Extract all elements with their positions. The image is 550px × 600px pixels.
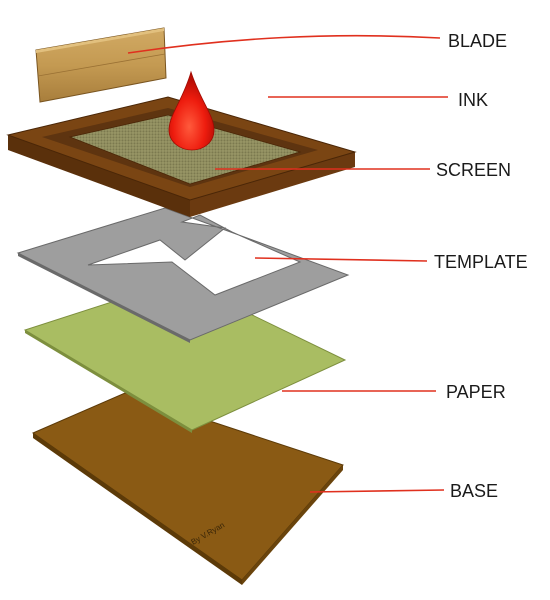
label-screen: SCREEN bbox=[436, 160, 511, 180]
paper-sheet bbox=[23, 279, 347, 433]
base-leader bbox=[309, 489, 445, 493]
label-ink: INK bbox=[458, 90, 488, 110]
base-board: By V.Ryan bbox=[31, 392, 344, 585]
label-blade: BLADE bbox=[448, 31, 507, 51]
leader-lines bbox=[127, 34, 448, 493]
labels: BLADE INK SCREEN TEMPLATE PAPER BASE bbox=[434, 31, 528, 501]
label-paper: PAPER bbox=[446, 382, 506, 402]
screen-frame bbox=[6, 96, 357, 217]
blade-squeegee bbox=[35, 27, 167, 103]
ink-drop bbox=[168, 70, 215, 151]
template-leader bbox=[254, 257, 428, 262]
template-stencil bbox=[16, 207, 350, 343]
blade-leader bbox=[127, 34, 441, 54]
label-template: TEMPLATE bbox=[434, 252, 528, 272]
label-base: BASE bbox=[450, 481, 498, 501]
